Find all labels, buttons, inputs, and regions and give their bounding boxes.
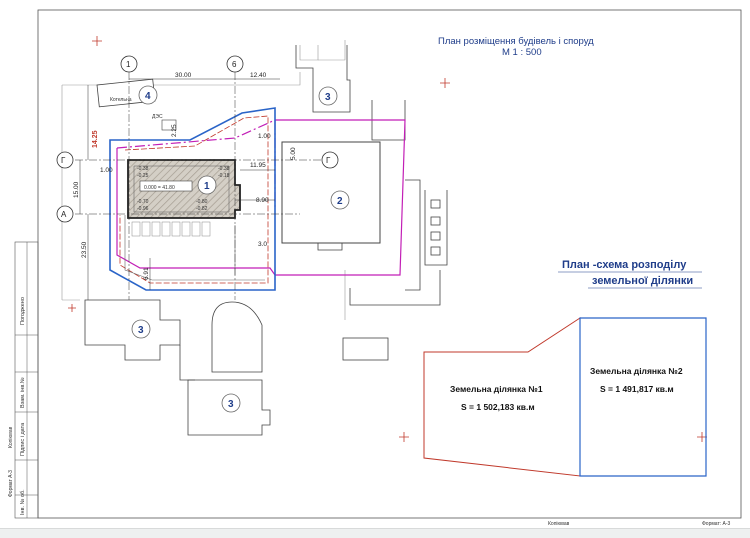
building-4-marker: 4: [138, 85, 158, 105]
scheme-title-line2: земельної ділянки: [592, 275, 693, 287]
dim-30: 30.00: [175, 72, 192, 79]
dim-2-25: 2.25: [171, 124, 178, 137]
dim-23-50: 23.50: [81, 241, 88, 258]
axis-lines: [75, 72, 330, 300]
survey-crosses: [68, 36, 707, 442]
mark-7: -0.80: [196, 199, 208, 205]
axis-marker-g-right: Г: [321, 151, 339, 169]
dim-11-95: 11.95: [250, 162, 266, 169]
building-3-bottom-number: 3: [228, 399, 234, 410]
building-2-marker: 2: [330, 190, 350, 210]
axis-1-label: 1: [126, 60, 131, 69]
mark-2: -0.25: [137, 173, 149, 179]
stamp-copied: Копіював: [8, 426, 14, 448]
building-1-number: 1: [204, 181, 210, 192]
stamp-format: Формат А-3: [8, 470, 14, 497]
dim-14-25: 14.25: [92, 130, 99, 148]
level-mark: 0.000 = 41.80: [144, 185, 175, 191]
mark-3: -0.38: [218, 166, 230, 172]
dim-15: 15.00: [73, 181, 80, 198]
axis-6-label: 6: [232, 60, 237, 69]
boiler-caption: Котельна: [110, 97, 132, 103]
parcel-1-outline: [423, 317, 581, 477]
parcel-2-name: Земельна ділянка №2: [590, 366, 683, 376]
mark-6: -0.96: [137, 206, 149, 212]
mark-5: -0.70: [137, 199, 149, 205]
stamp-agreed: Погоджено: [20, 297, 26, 325]
neighbour-houses: [349, 100, 448, 306]
building-3-left-number: 3: [138, 325, 144, 336]
stamp-replace-inv: Взам. інв.№: [20, 377, 26, 408]
building-3-top-number: 3: [325, 92, 331, 103]
dim-5-00: 5.00: [290, 147, 297, 160]
left-stamp: Погоджено Взам. інв.№ Підпис і дата Інв.…: [8, 241, 39, 519]
axis-g-left-label: Г: [61, 156, 66, 165]
building-3-top: [295, 45, 351, 113]
parking-stalls: [131, 221, 211, 237]
mark-4: -0.18: [218, 173, 230, 179]
mark-8: -0.82: [196, 206, 208, 212]
scheme-title-line1: План -схема розподілу: [562, 259, 687, 271]
stamp-inv-number: Інв. № об.: [20, 489, 26, 515]
dim-3-0: 3.0: [258, 241, 267, 248]
axis-marker-g-left: Г: [56, 151, 74, 169]
building-2-outline: [281, 141, 381, 251]
building-3-bottom: [187, 379, 271, 436]
drawing-scale: М 1 : 500: [502, 47, 542, 58]
dim-1-00-right: 1.00: [258, 133, 271, 140]
axis-marker-1: 1: [120, 55, 138, 73]
site-outline: [61, 40, 346, 320]
axis-g-right-label: Г: [326, 156, 331, 165]
parcel-1-area: S = 1 502,183 кв.м: [461, 402, 535, 412]
tp-label: ДЭС: [152, 114, 163, 120]
mark-1: -0.38: [137, 166, 149, 172]
axis-marker-6: 6: [226, 55, 244, 73]
blue-boundary: [109, 107, 276, 291]
dim-8-90: 8.90: [256, 197, 269, 204]
axis-a-left-label: А: [61, 210, 67, 219]
axis-marker-a-left: А: [56, 205, 74, 223]
copied-label: Копіював: [548, 521, 570, 527]
building-3-top-marker: 3: [318, 86, 338, 106]
dim-6-91: 6.91: [143, 267, 150, 280]
building-2-number: 2: [337, 196, 343, 207]
garage-block: [342, 337, 389, 361]
dim-12-40: 12.40: [250, 72, 267, 79]
substation-tp: ДЭС: [152, 114, 177, 131]
building-3-left-marker: 3: [131, 319, 151, 339]
stamp-signature-date: Підпис і дата: [20, 422, 26, 456]
building-3-left: [84, 299, 195, 381]
viewer-bottom-bar: [0, 528, 750, 538]
dim-1-00-left: 1.00: [100, 167, 113, 174]
parcel-2-outline: [579, 317, 707, 477]
building-4-number: 4: [145, 91, 151, 102]
format-label: Формат: А-3: [702, 521, 731, 527]
parking-area: [211, 301, 263, 373]
building-3-bottom-marker: 3: [221, 393, 241, 413]
building-1-main: 0.000 = 41.80 1 -0.38 -0.25 -0.38 -0.18 …: [127, 159, 241, 219]
parcel-2-area: S = 1 491,817 кв.м: [600, 384, 674, 394]
dimension-lines: [79, 78, 280, 300]
building-1-marker: [197, 175, 217, 195]
drawing-title: План розміщення будівель і споруд: [438, 36, 594, 47]
parcel-1-name: Земельна ділянка №1: [450, 384, 543, 394]
